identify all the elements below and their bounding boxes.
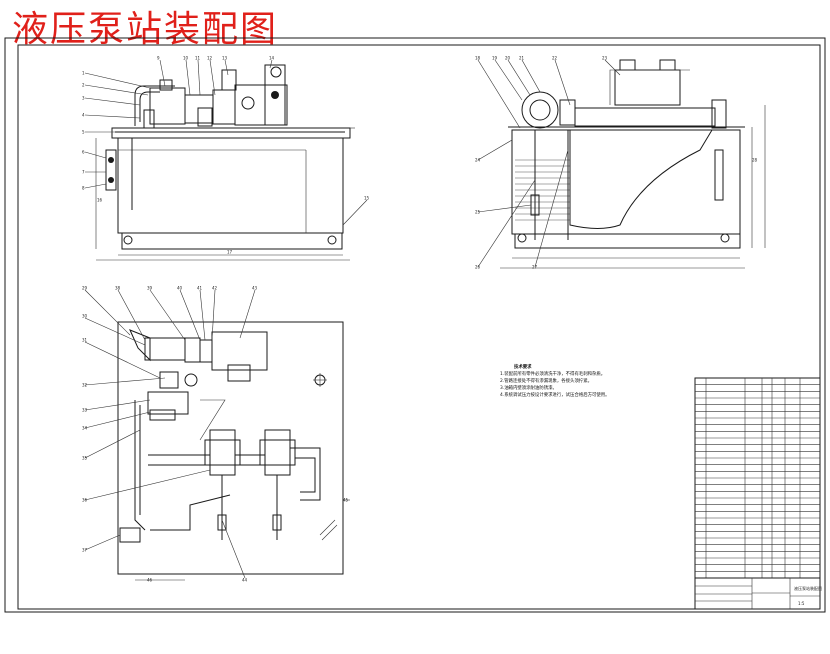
tech-requirements-heading: 技术要求 [514, 365, 532, 370]
part-number-label: 11 [195, 56, 201, 61]
part-number-label: 32 [82, 383, 88, 388]
outer-border [4, 37, 826, 613]
part-number-label: 34 [82, 426, 88, 431]
part-number-label: 19 [492, 56, 498, 61]
tech-item: 3.油箱内壁须涂耐油防锈漆。 [500, 386, 557, 391]
part-number-label: 26 [475, 265, 481, 270]
tech-requirements: 技术要求 1.装配前所有零件必须清洗干净，不得有毛刺和杂质。 2.管路连接处不得… [500, 364, 610, 399]
part-number-label: 44 [242, 578, 248, 583]
bom-table [694, 377, 821, 579]
part-number-label: 17 [227, 250, 233, 255]
part-number-label: 29 [82, 286, 88, 291]
part-number-label: 24 [475, 158, 481, 163]
part-number-label: 16 [97, 198, 103, 203]
part-number-label: 45 [343, 498, 349, 503]
part-number-label: 2 [82, 83, 85, 88]
part-number-label: 9 [157, 56, 160, 61]
part-number-label: 31 [82, 338, 88, 343]
part-number-label: 30 [82, 314, 88, 319]
part-number-label: 4 [82, 113, 85, 118]
tank-front [117, 137, 344, 234]
side-view [477, 59, 766, 269]
part-number-label: 10 [183, 56, 189, 61]
part-number-label: 7 [82, 170, 85, 175]
title-block-scale: 1:5 [798, 601, 805, 606]
part-number-label: 15 [364, 196, 370, 201]
tech-item: 1.装配前所有零件必须清洗干净，不得有毛刺和杂质。 [500, 372, 606, 377]
part-number-label: 18 [475, 56, 481, 61]
plan-view [84, 289, 350, 581]
part-number-label: 21 [519, 56, 525, 61]
part-number-label: 27 [532, 265, 538, 270]
tech-item: 2.管路连接处不得有渗漏现象，各接头须拧紧。 [500, 379, 593, 384]
part-number-label: 42 [212, 286, 218, 291]
part-number-label: 6 [82, 150, 85, 155]
drawing-title: 液压泵站装配图 [12, 9, 279, 50]
part-number-label: 35 [82, 456, 88, 461]
front-view [84, 59, 368, 261]
part-number-label: 12 [207, 56, 213, 61]
part-number-label: 20 [505, 56, 511, 61]
part-number-label: 14 [269, 56, 275, 61]
part-number-label: 28 [752, 158, 758, 163]
part-number-label: 40 [177, 286, 183, 291]
tech-item: 4.系统调试压力按设计要求进行，试压合格后方可使用。 [500, 393, 610, 398]
part-number-label: 43 [252, 286, 258, 291]
part-number-label: 41 [197, 286, 203, 291]
part-number-label: 39 [147, 286, 153, 291]
title-block-name: 液压泵站装配图 [794, 585, 822, 591]
part-number-label: 22 [552, 56, 558, 61]
part-number-label: 3 [82, 96, 85, 101]
part-number-label: 25 [475, 210, 481, 215]
part-number-label: 37 [82, 548, 88, 553]
part-number-label: 1 [82, 71, 85, 76]
part-number-label: 46 [147, 578, 153, 583]
part-number-label: 5 [82, 130, 85, 135]
part-number-label: 38 [115, 286, 121, 291]
part-number-label: 33 [82, 408, 88, 413]
part-number-label: 13 [222, 56, 228, 61]
title-block: 液压泵站装配图 1:5 [694, 577, 822, 610]
part-number-label: 36 [82, 498, 88, 503]
part-number-label: 23 [602, 56, 608, 61]
inner-border [17, 44, 821, 610]
part-number-label: 8 [82, 186, 85, 191]
